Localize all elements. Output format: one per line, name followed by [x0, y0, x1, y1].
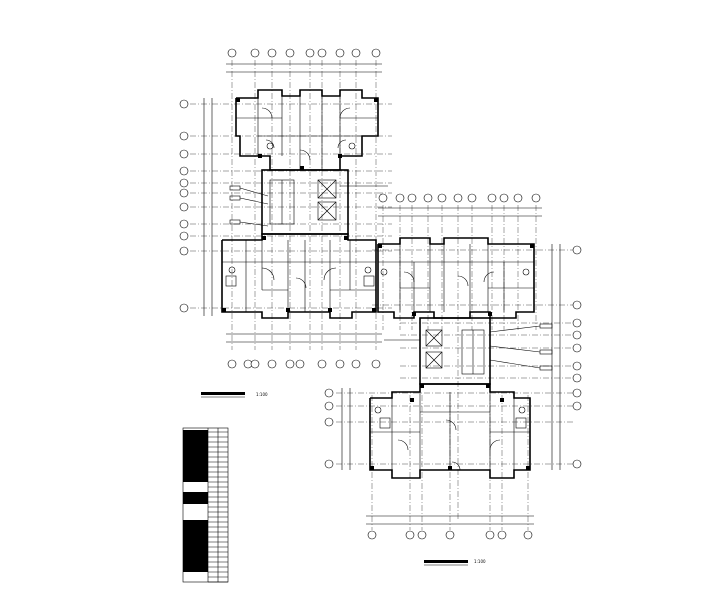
upper-hatch: [222, 98, 378, 312]
upper-axis-bubbles-left: [179, 99, 189, 313]
lower-dimensions: [341, 207, 561, 525]
lower-grid-horizontal: [336, 249, 575, 465]
lower-axis-bubbles-top: [378, 193, 541, 203]
upper-dimensions: [203, 63, 382, 343]
lower-plan-title: 1:100: [424, 559, 486, 566]
upper-plan-scale: 1:100: [256, 392, 268, 397]
lower-plan-scale: 1:100: [474, 559, 486, 564]
lower-axis-bubbles-left: [324, 388, 334, 469]
upper-plan: [179, 48, 392, 369]
lower-axis-bubbles-right: [572, 245, 582, 469]
upper-note-leaders: [229, 185, 388, 227]
upper-plan-title: 1:100: [201, 392, 268, 398]
room-schedule-table: [182, 427, 229, 583]
lower-walls: [369, 237, 535, 479]
lower-grid-vertical: [371, 205, 537, 530]
upper-axis-bubbles-top: [227, 48, 381, 58]
upper-grid-vertical: [231, 60, 377, 350]
lower-plan: [324, 193, 582, 540]
upper-axis-bubbles-bottom: [227, 359, 381, 369]
lower-note-leaders: [384, 323, 553, 371]
upper-grid-horizontal: [190, 103, 392, 309]
lower-axis-bubbles-bottom: [367, 530, 533, 540]
lower-hatch: [370, 244, 534, 470]
upper-walls: [221, 89, 379, 319]
